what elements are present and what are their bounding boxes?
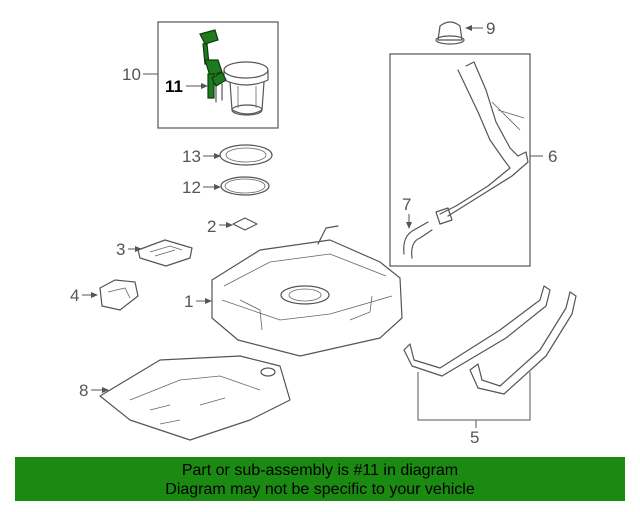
callout-13: 13 bbox=[182, 147, 201, 166]
part-3-bracket[interactable] bbox=[137, 239, 193, 267]
part-6-filler-pipe[interactable] bbox=[435, 61, 529, 225]
callout-10: 10 bbox=[122, 65, 141, 84]
part-12-seal[interactable] bbox=[220, 176, 270, 196]
part-1-fuel-tank[interactable] bbox=[211, 225, 403, 357]
part-8-heat-shield[interactable] bbox=[99, 355, 291, 441]
callout-3: 3 bbox=[116, 240, 125, 259]
fuel-pump-module[interactable] bbox=[215, 61, 269, 116]
callout-7: 7 bbox=[402, 195, 411, 214]
callout-4: 4 bbox=[70, 286, 79, 305]
part-9-filler-cap[interactable] bbox=[435, 21, 465, 45]
callout-11: 11 bbox=[165, 77, 183, 96]
parts-diagram: 10 11 13 12 2 3 4 bbox=[70, 19, 577, 447]
filler-pipe-box bbox=[389, 53, 531, 267]
fuel-pump-module-box bbox=[157, 21, 279, 129]
callout-2: 2 bbox=[207, 217, 216, 236]
banner-line-2: Diagram may not be specific to your vehi… bbox=[165, 481, 475, 498]
info-banner: Part or sub-assembly is #11 in diagram D… bbox=[15, 457, 625, 501]
part-5-tank-straps[interactable] bbox=[403, 285, 577, 395]
callout-6: 6 bbox=[548, 147, 557, 166]
banner-line-1: Part or sub-assembly is #11 in diagram bbox=[181, 462, 459, 479]
callout-9: 9 bbox=[486, 19, 495, 38]
part-7-hose[interactable] bbox=[403, 221, 433, 259]
callout-1: 1 bbox=[184, 292, 193, 311]
part-2-seal[interactable] bbox=[232, 217, 258, 231]
part-11-fuel-level-sender[interactable] bbox=[199, 29, 227, 99]
callout-8: 8 bbox=[79, 381, 88, 400]
callout-5: 5 bbox=[470, 428, 479, 447]
callout-12: 12 bbox=[182, 178, 201, 197]
part-13-lock-ring[interactable] bbox=[219, 144, 273, 166]
part-4-bracket[interactable] bbox=[99, 279, 139, 311]
